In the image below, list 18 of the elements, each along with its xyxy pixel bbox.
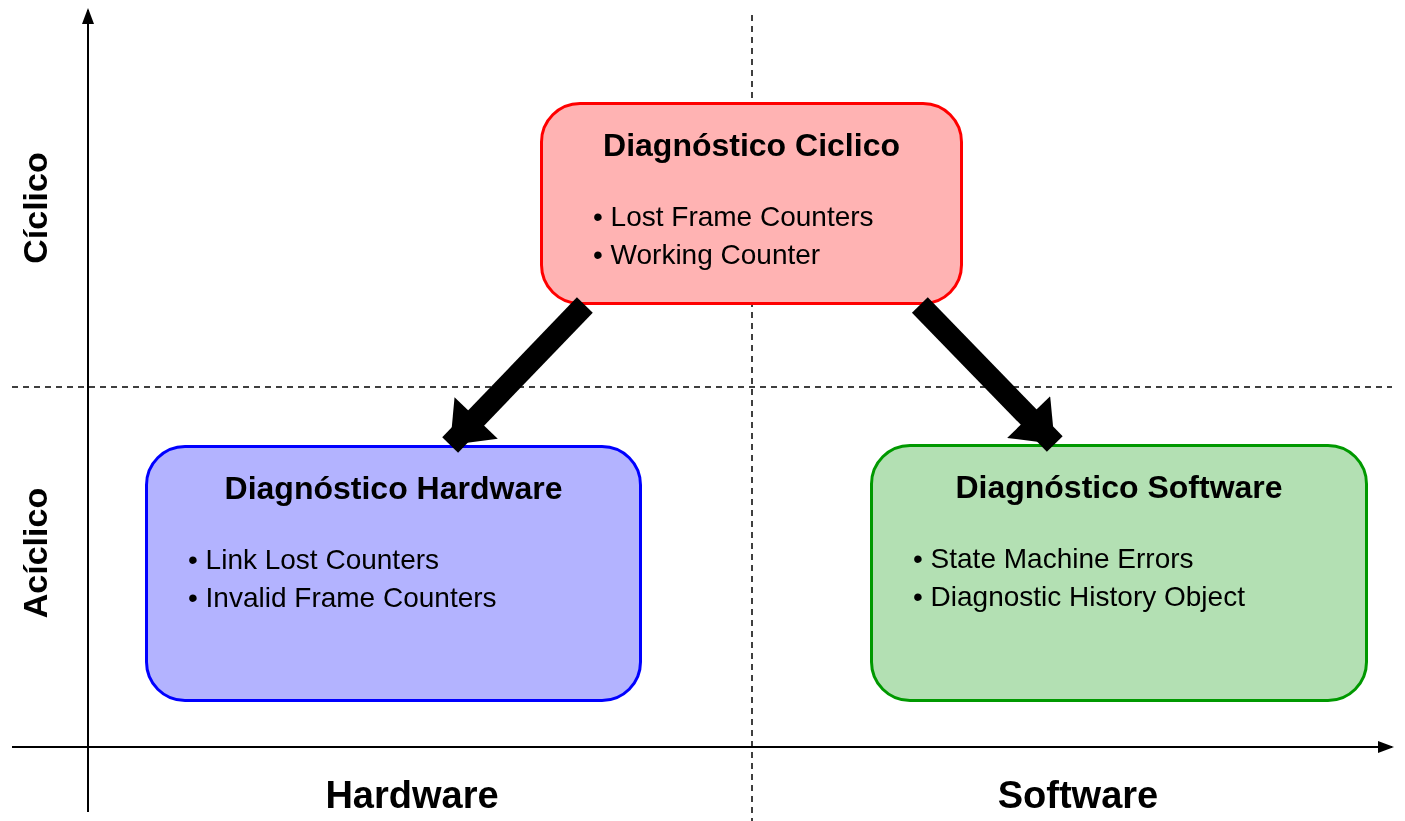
block-arrow [442, 297, 593, 453]
axis-label: Acíclico [15, 487, 55, 619]
bullet-item: • Link Lost Counters [187, 543, 441, 577]
box-title: Diagnóstico Hardware [224, 470, 563, 507]
axis-label: Hardware [325, 773, 499, 817]
box-title: Diagnóstico Software [955, 469, 1283, 506]
rounded-box [870, 444, 1368, 702]
bullet-item: • Working Counter [592, 238, 822, 272]
rounded-box [540, 102, 963, 305]
axis-label: Software [997, 773, 1159, 817]
bullet-item: • Invalid Frame Counters [187, 581, 497, 615]
bullet-item: • Lost Frame Counters [592, 200, 874, 234]
block-arrow [911, 297, 1063, 452]
bullet-item: • Diagnostic History Object [912, 580, 1245, 614]
box-title: Diagnóstico Ciclico [603, 127, 900, 164]
rounded-box [145, 445, 642, 702]
axis-label: Cíclico [15, 152, 55, 264]
bullet-item: • State Machine Errors [912, 542, 1195, 576]
